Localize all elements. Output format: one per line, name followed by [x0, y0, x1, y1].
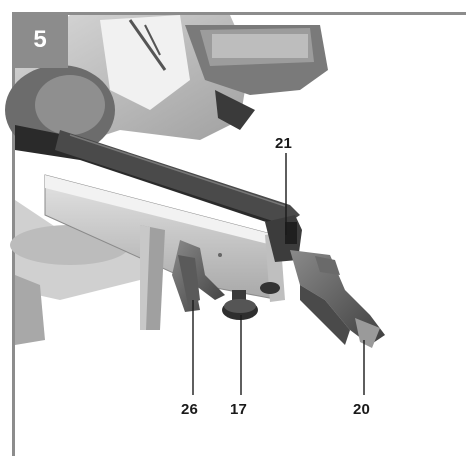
adjusting-knob-17	[222, 282, 280, 320]
frame-left-border	[12, 12, 15, 456]
figure-number-badge: 5	[12, 12, 68, 68]
upper-housing	[185, 25, 328, 130]
callout-21: 21	[275, 135, 293, 152]
saw-body	[5, 15, 250, 155]
extension-rail	[15, 125, 300, 225]
clamp-lever-26	[172, 240, 225, 312]
frame-top-border	[14, 12, 466, 15]
extension-clamp-20	[290, 250, 385, 348]
support-post	[140, 225, 165, 330]
callout-17: 17	[230, 401, 248, 418]
callout-26: 26	[181, 401, 199, 418]
callout-20: 20	[353, 401, 371, 418]
leader-lines	[192, 153, 365, 395]
base-table	[10, 200, 140, 345]
workpiece-stop-21	[265, 215, 302, 262]
